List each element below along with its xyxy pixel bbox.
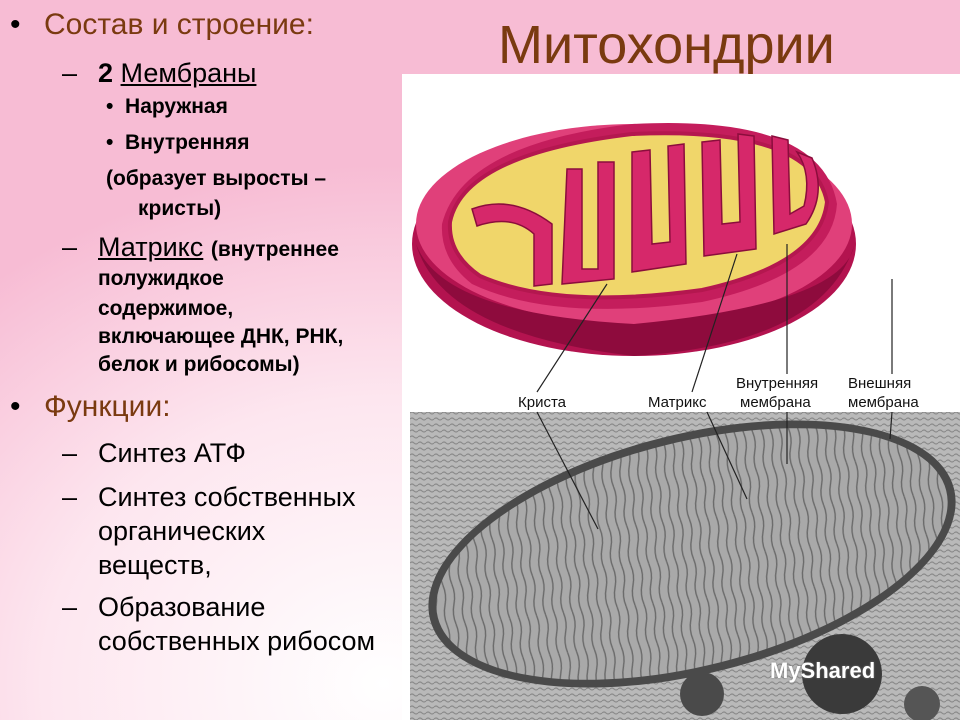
section-functions: •Функции: bbox=[10, 390, 171, 423]
membrane-underside bbox=[416, 244, 854, 356]
item-membranes: –2 Мембраны bbox=[62, 58, 257, 88]
label-inner-membrane-1: Внутренняя bbox=[736, 375, 818, 392]
label-crista: Криста bbox=[518, 394, 567, 411]
item-inner-membrane: • Внутренняя bbox=[106, 131, 250, 154]
mitochondrion-figure: Криста Матрикс Внутренняя мембрана Внешн… bbox=[402, 74, 960, 720]
func-ribosomes: –Образование bbox=[62, 592, 266, 622]
func-synthesis-line3: веществ, bbox=[98, 550, 212, 580]
slide-title: Митохондрии bbox=[498, 15, 835, 75]
bullet-dot: • bbox=[10, 390, 21, 423]
matrix-desc-line4: включающее ДНК, РНК, bbox=[98, 325, 344, 348]
func-synthesis-line2: органических bbox=[98, 516, 266, 546]
section-structure: •Состав и строение: bbox=[10, 8, 314, 41]
label-inner-membrane-2: мембрана bbox=[740, 394, 811, 411]
inner-note-line1: (образует выросты – bbox=[106, 167, 327, 190]
cristae-folds bbox=[471, 133, 819, 287]
matrix-desc-line5: белок и рибосомы) bbox=[98, 353, 300, 376]
matrix-desc-line3: содержимое, bbox=[98, 297, 234, 320]
electron-micrograph bbox=[410, 412, 960, 720]
item-outer-membrane: • Наружная bbox=[106, 95, 228, 118]
item-matrix: –Матрикс (внутреннее bbox=[62, 232, 339, 262]
leader-lines bbox=[536, 244, 893, 530]
inner-note-line2: кристы) bbox=[138, 197, 222, 220]
label-outer-membrane-1: Внешняя bbox=[848, 375, 911, 392]
schematic-mitochondrion bbox=[412, 123, 856, 356]
label-matrix: Матрикс bbox=[648, 394, 707, 411]
watermark-logo: MyShared bbox=[770, 658, 876, 683]
func-synthesis: –Синтез собственных bbox=[62, 482, 356, 512]
func-ribosomes-line2: собственных рибосом bbox=[98, 626, 376, 656]
matrix-desc-line2: полужидкое bbox=[98, 267, 224, 290]
bullet-dot: • bbox=[10, 8, 21, 41]
micrograph-dark-body-3 bbox=[904, 686, 940, 720]
label-outer-membrane-2: мембрана bbox=[848, 394, 919, 411]
micrograph-matrix bbox=[436, 428, 948, 680]
func-atp: –Синтез АТФ bbox=[62, 438, 246, 468]
mitochondrion-illustration: Криста Матрикс Внутренняя мембрана Внешн… bbox=[410, 123, 960, 720]
micrograph-dark-body bbox=[802, 634, 882, 714]
micrograph-dark-body-2 bbox=[680, 672, 724, 716]
